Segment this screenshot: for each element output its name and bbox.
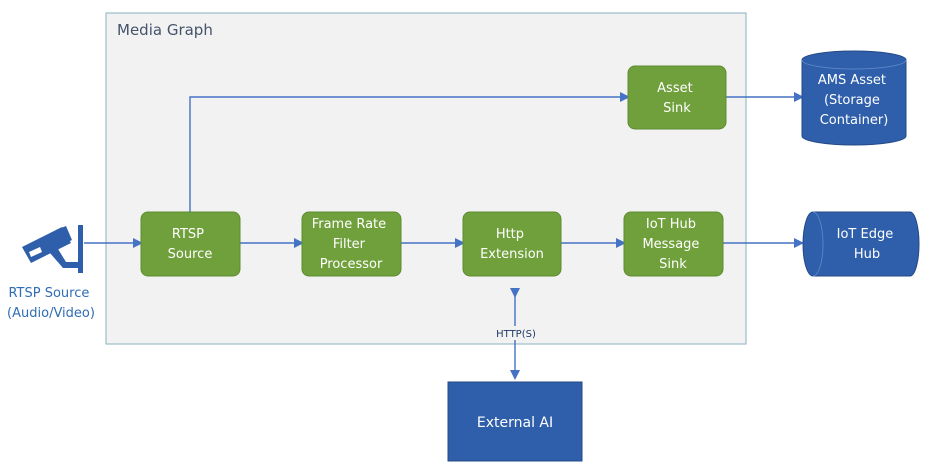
rtsp-source-device-label: RTSP Source (Audio/Video) xyxy=(7,286,95,321)
https-label: HTTP(S) xyxy=(496,329,536,340)
ams-asset-storage-cylinder[interactable]: AMS Asset (Storage Container) xyxy=(801,50,907,146)
external-ai-label: External AI xyxy=(477,415,553,431)
rtsp-source-node[interactable]: RTSP Source xyxy=(140,211,241,277)
rtsp-source-node-line2: Source xyxy=(168,247,213,262)
iot-hub-message-sink-node[interactable]: IoT Hub Message Sink xyxy=(623,211,724,277)
external-ai-box[interactable]: External AI xyxy=(447,381,583,462)
security-camera-icon xyxy=(22,225,83,273)
http-label-bg xyxy=(493,326,539,340)
media-graph-container xyxy=(105,12,747,345)
svg-text:RTSP Source: RTSP Source xyxy=(168,227,213,262)
iot-edge-hub-cylinder[interactable]: IoT Edge Hub xyxy=(802,211,920,277)
svg-text:Asset Sink: Asset Sink xyxy=(657,81,697,116)
asset-sink-node[interactable]: Asset Sink xyxy=(627,65,727,130)
svg-text:Http Extension: Http Extension xyxy=(480,227,544,262)
svg-text:Frame Rate Filter: Frame Rate Filter Processor xyxy=(312,217,391,272)
http-extension-node[interactable]: Http Extension xyxy=(462,211,562,277)
media-graph-label: Media Graph xyxy=(117,21,213,39)
rtsp-source-node-line1: RTSP xyxy=(172,227,204,242)
frame-rate-filter-node[interactable]: Frame Rate Filter Processor xyxy=(301,211,402,277)
rtsp-to-asset-sink-arrow xyxy=(189,92,630,212)
svg-text:IoT Hub Message Si: IoT Hub Message Sink xyxy=(642,217,703,272)
svg-text:AMS Asset (Storage: AMS Asset (Storage Container) xyxy=(818,73,890,128)
svg-text:IoT Edge Hub: IoT Edge Hub xyxy=(837,227,898,262)
